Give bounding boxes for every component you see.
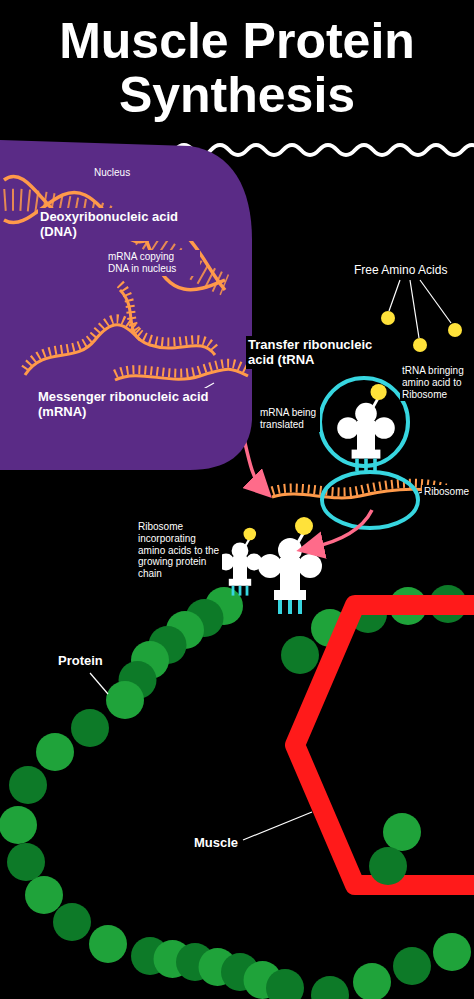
nucleus: NucleusDeoxyribonucleic acid (DNA) mRNA c… <box>0 140 255 472</box>
protein-bead <box>433 933 471 971</box>
protein-bead <box>311 976 349 999</box>
part-label: Ribosome <box>422 485 470 499</box>
trna-symbol <box>218 528 263 596</box>
pink-arrow <box>310 510 372 548</box>
muscle-outline <box>295 605 474 885</box>
protein-bead <box>9 766 47 804</box>
trna-symbol <box>258 517 322 614</box>
note: tRNA bringing amino acid to Ribosome <box>400 364 470 401</box>
node-text: Deoxyribonucleic acid (DNA) <box>38 208 207 241</box>
mrna-strand <box>272 483 446 498</box>
protein-bead <box>281 636 319 674</box>
protein-bead <box>89 925 127 963</box>
protein-chain <box>311 813 471 999</box>
note: mRNA being translated <box>258 406 320 432</box>
protein-bead <box>353 963 391 999</box>
label: Transfer ribonucleic acid (tRNA <box>246 336 400 369</box>
protein-bead <box>7 843 45 881</box>
protein-bead <box>25 876 63 914</box>
label: Free Amino Acids <box>352 262 449 278</box>
protein-chain <box>0 585 467 999</box>
protein-bead <box>53 903 91 941</box>
wavy-line <box>175 145 474 155</box>
node-text: mRNA copying DNA in nucleus <box>106 250 200 276</box>
protein-bead <box>393 947 431 985</box>
nucleus-outline <box>0 140 255 472</box>
protein-bead <box>266 969 304 999</box>
protein-bead <box>106 681 144 719</box>
node-text: Messenger ribonucleic acid (mRNA) <box>36 388 218 421</box>
title: Muscle Protein Synthesis <box>17 14 457 122</box>
leader-line <box>243 812 312 840</box>
node-text: Nucleus <box>92 166 132 180</box>
protein-bead <box>369 847 407 885</box>
ribosome-ring <box>322 472 418 528</box>
leader-line <box>90 673 108 694</box>
protein-bead <box>0 806 37 844</box>
note: Ribosome incorporating amino acids to th… <box>136 520 222 581</box>
trna-symbol <box>337 384 395 471</box>
part-label: Protein <box>56 652 105 669</box>
protein-bead <box>36 733 74 771</box>
protein-bead <box>383 813 421 851</box>
part-label: Muscle <box>192 834 240 851</box>
protein-bead <box>71 709 109 747</box>
